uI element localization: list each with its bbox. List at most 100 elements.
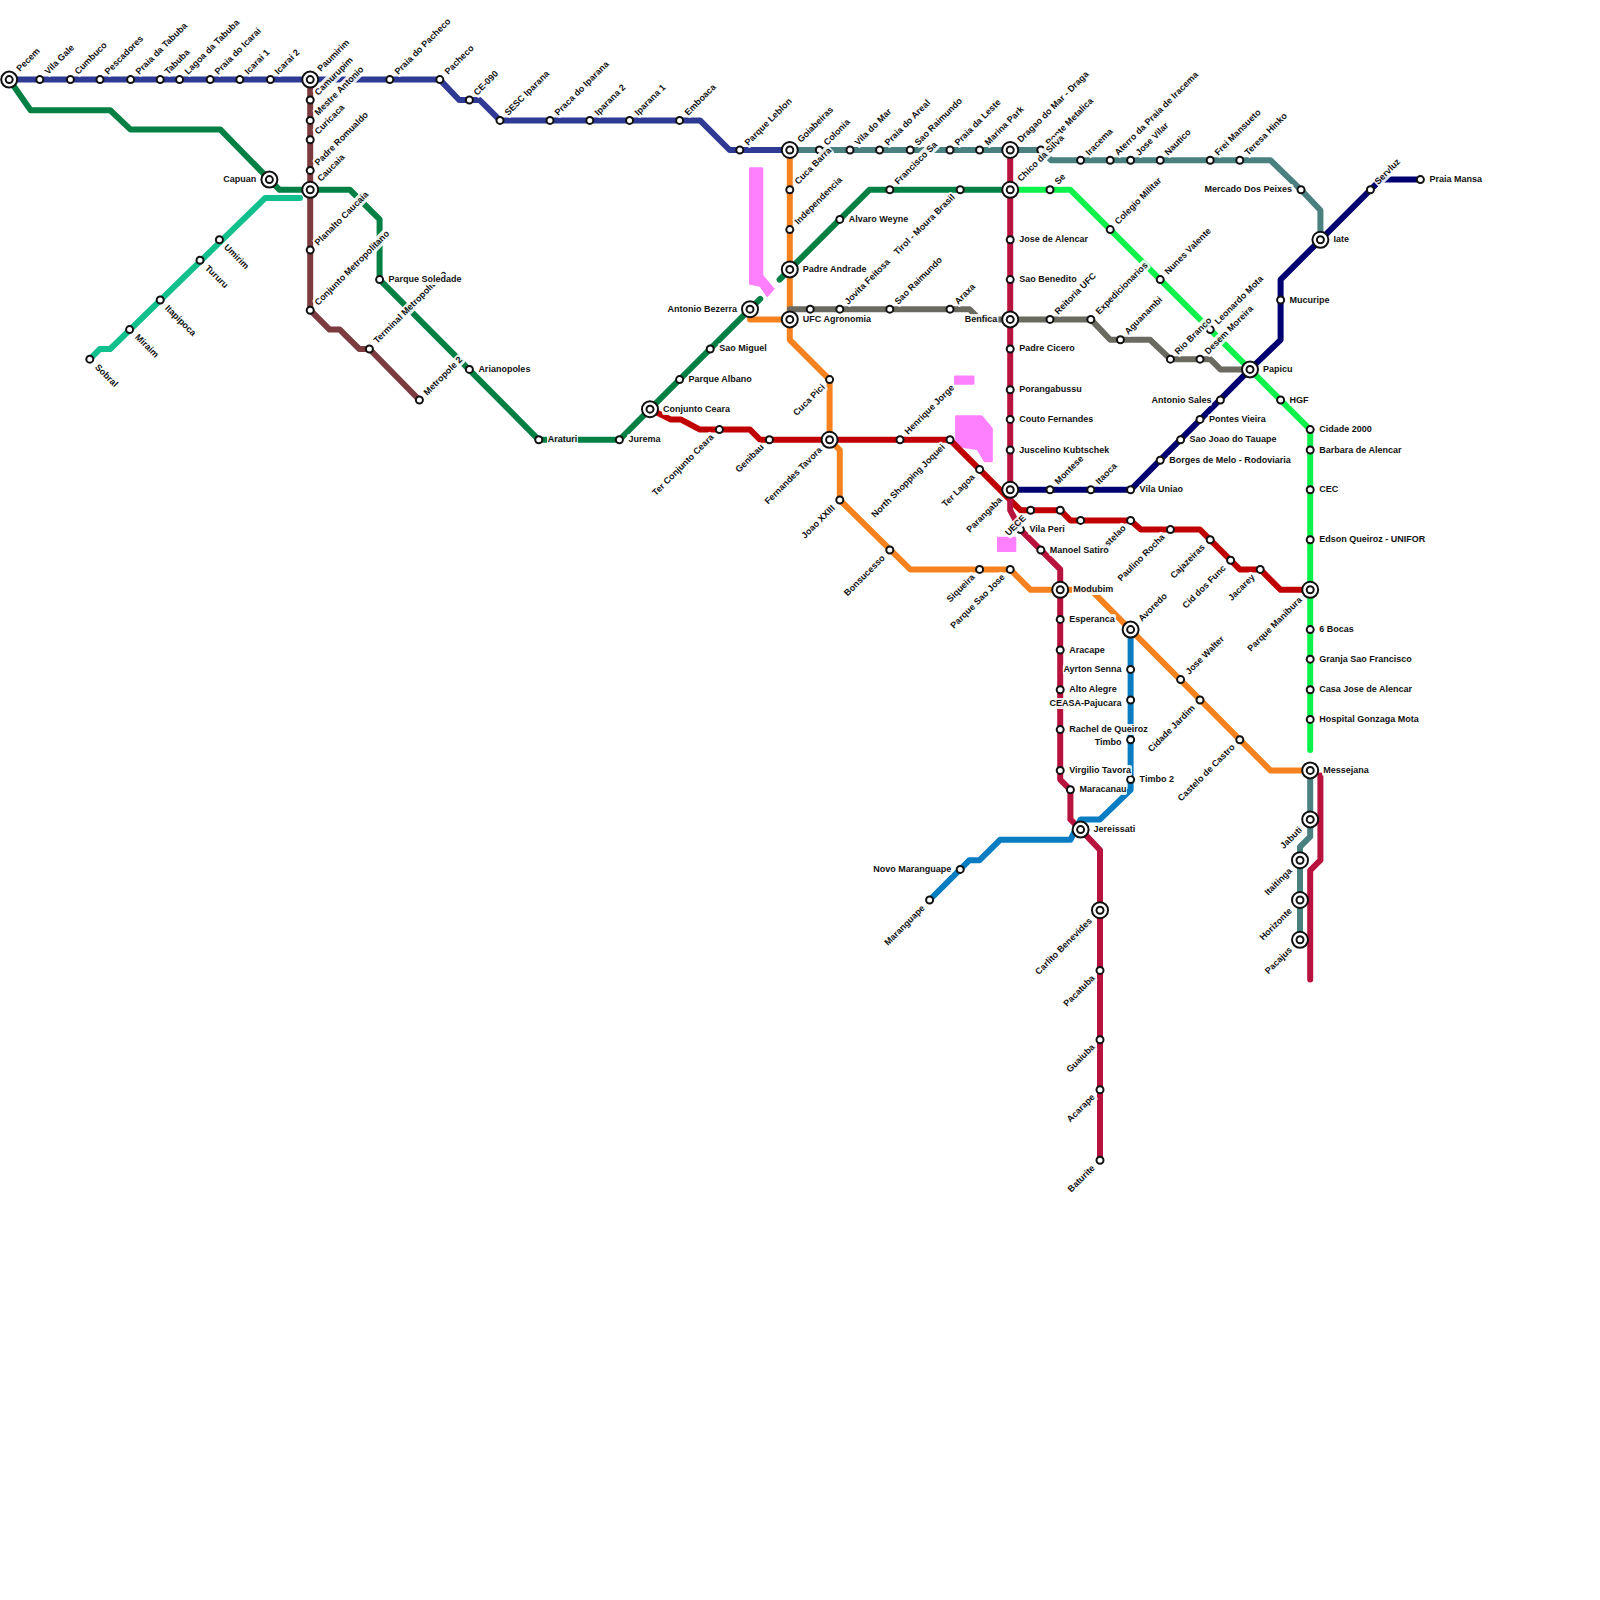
station-label: Messejana [1322, 765, 1370, 776]
station-label: HGF [1289, 395, 1310, 406]
station-marker [176, 76, 183, 83]
station-label: Pecem [14, 45, 44, 75]
station-marker [236, 76, 243, 83]
station-label: Mucuripe [1289, 295, 1331, 306]
station-marker [1167, 356, 1174, 363]
station-label: Parque Albano [688, 374, 753, 385]
station-marker [1292, 892, 1308, 908]
station-marker [822, 432, 838, 448]
station-label: Parque Sao Jose [948, 571, 1008, 631]
station-marker [67, 76, 74, 83]
station-label: CE-090 [471, 67, 502, 98]
station-marker [1298, 186, 1305, 193]
station-marker [786, 226, 793, 233]
station-marker [376, 276, 383, 283]
station-marker [1257, 566, 1264, 573]
station-label: Juscelino Kubtschek [1018, 445, 1110, 456]
station-marker [1052, 582, 1068, 598]
station-marker [1367, 186, 1374, 193]
station-marker [1307, 626, 1314, 633]
station-label: Iracema [1082, 125, 1115, 158]
station-label: Aracape [1068, 645, 1106, 656]
interchange-marker [786, 147, 793, 154]
station-label: Jacarey [1226, 571, 1259, 604]
station-label: Jose de Alencar [1018, 234, 1089, 245]
transit-line [9, 80, 760, 440]
station-marker [1307, 716, 1314, 723]
transit-line [790, 150, 1310, 770]
station-label: Vila Uniao [1139, 484, 1184, 495]
station-label: Se [1052, 171, 1069, 188]
station-marker [436, 76, 443, 83]
station-marker [886, 306, 893, 313]
station-label: Antonio Bezerra [666, 304, 738, 315]
station-label: Horizonte [1257, 905, 1296, 944]
interchange-marker [307, 76, 314, 83]
interchange-marker [266, 176, 273, 183]
station-marker [957, 866, 964, 873]
station-marker [1307, 486, 1314, 493]
station-marker [1302, 811, 1318, 827]
station-marker [366, 345, 373, 352]
station-marker [826, 376, 833, 383]
station-marker [1167, 526, 1174, 533]
station-marker [786, 186, 793, 193]
station-label: Novo Maranguape [872, 864, 952, 875]
station-marker [1127, 666, 1134, 673]
station-marker [1107, 157, 1114, 164]
station-label: Maracanau [1078, 784, 1127, 795]
station-label: Itapipoca [162, 302, 199, 339]
station-label: Hospital Gonzaga Mota [1318, 714, 1420, 725]
station-marker [1307, 426, 1314, 433]
station-marker [1277, 397, 1284, 404]
station-marker [1067, 786, 1074, 793]
station-marker [1087, 486, 1094, 493]
transit-line [1010, 190, 1310, 750]
station-label: Esperanca [1068, 614, 1116, 625]
station-marker [1307, 536, 1314, 543]
station-marker [847, 147, 854, 154]
station-label: Conjunto Ceara [662, 404, 731, 415]
station-marker [1002, 182, 1018, 198]
station-marker [1007, 345, 1014, 352]
interchange-marker [1247, 366, 1254, 373]
station-marker [926, 897, 933, 904]
station-marker [1057, 507, 1064, 514]
station-marker [766, 436, 773, 443]
interchange-marker [1097, 907, 1104, 914]
station-marker [1057, 726, 1064, 733]
station-label: Cidade 2000 [1318, 424, 1373, 435]
station-label: Parque Manibura [1245, 594, 1306, 655]
station-label: Araxa [952, 281, 979, 308]
station-marker [1127, 736, 1134, 743]
station-marker [302, 182, 318, 198]
station-marker [1307, 686, 1314, 693]
station-marker [197, 257, 204, 264]
station-marker [1047, 486, 1054, 493]
station-label: Alto Alegre [1068, 684, 1118, 695]
station-label: Pacheco [442, 42, 477, 77]
station-label: Sobral [92, 361, 121, 390]
station-label: Porangabussu [1018, 384, 1083, 395]
station-label: Avoredo [1135, 590, 1170, 625]
station-marker [1157, 457, 1164, 464]
station-label: Sao Benedito [1018, 274, 1078, 285]
station-marker [1197, 697, 1204, 704]
station-label: Baturite [1065, 1162, 1098, 1195]
station-marker [1292, 932, 1308, 948]
station-label: CEASA-Pajucara [1049, 698, 1123, 709]
station-label: Carlito Benevides [1032, 915, 1095, 978]
station-label: Iparana 1 [631, 81, 668, 118]
station-marker [1007, 447, 1014, 454]
station-label: Vila Peri [1028, 524, 1065, 535]
station-label: Barbara de Alencar [1318, 445, 1402, 456]
station-marker [1177, 676, 1184, 683]
station-marker [307, 247, 314, 254]
interchange-marker [1297, 936, 1304, 943]
station-label: UFC Agronomia [802, 314, 872, 325]
station-marker [836, 497, 843, 504]
station-marker [207, 76, 214, 83]
station-marker [736, 147, 743, 154]
interchange-marker [647, 406, 654, 413]
station-marker [535, 436, 542, 443]
